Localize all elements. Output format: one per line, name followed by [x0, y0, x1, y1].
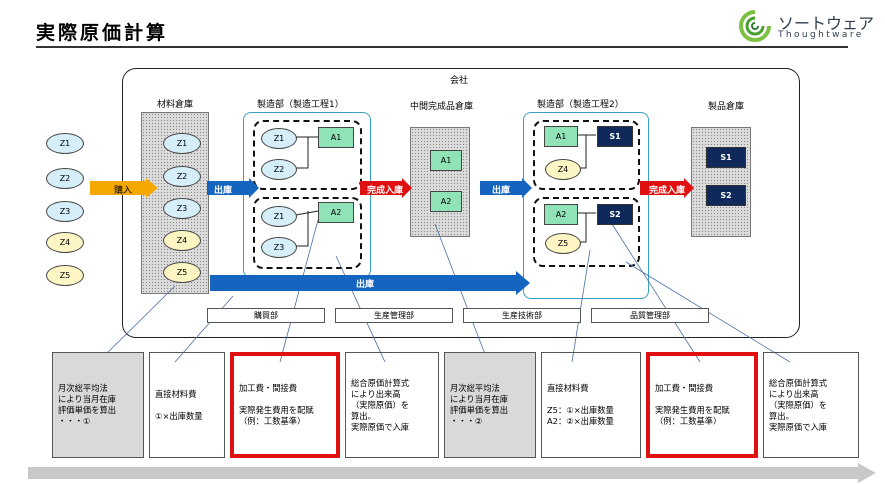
- page-title: 実際原価計算: [36, 22, 169, 44]
- note-process-costing-1: 総合原価計算式 により出来高 （実際原価）を 算出。 実際原価で入庫: [345, 352, 439, 458]
- process2-group-s1: [533, 120, 640, 190]
- proc1-input-z2: Z2: [261, 159, 297, 180]
- product-warehouse: [691, 127, 751, 237]
- completion-arrow-2: [640, 178, 694, 198]
- stock-material-z4: Z4: [163, 230, 201, 251]
- completion-arrow-2-label: 完成入庫: [649, 186, 686, 196]
- stock-material-z3: Z3: [163, 198, 201, 219]
- issue-arrow-2: [480, 178, 532, 198]
- external-material-z3: Z3: [46, 201, 84, 222]
- completion-arrow-1: [360, 178, 412, 198]
- proc2-input-z4: Z4: [545, 159, 581, 180]
- issue-arrow-1-label: 出庫: [214, 186, 233, 196]
- intermediate-a2: A2: [430, 191, 462, 212]
- product-s1: S1: [706, 147, 746, 168]
- proc1-output-a1: A1: [318, 127, 354, 148]
- manufacturing-2-area: [523, 112, 649, 299]
- note-avg-method-2: 月次総平均法 により当月在庫 評価単価を算出 ・・・②: [444, 352, 536, 458]
- dept-quality-control: 品質管理部: [591, 308, 709, 323]
- external-material-z2: Z2: [46, 168, 84, 189]
- proc1-input-z3: Z3: [261, 237, 297, 258]
- note-direct-material-2: 直接材料費 Z5：①×出庫数量 A2：②×出庫数量: [541, 352, 641, 458]
- issue-arrow-2-label: 出庫: [492, 186, 511, 196]
- logo-name-en: Thoughtware: [778, 30, 864, 40]
- material-warehouse-label: 材料倉庫: [157, 100, 194, 110]
- completion-arrow-1-label: 完成入庫: [367, 186, 404, 196]
- purchase-arrow: [90, 178, 158, 198]
- process2-group-s2: [533, 197, 640, 267]
- intermediate-warehouse: [410, 127, 470, 237]
- proc2-input-a1: A1: [544, 126, 578, 147]
- process1-group-a1: [253, 120, 362, 190]
- external-material-z1: Z1: [46, 133, 84, 154]
- note-avg-method-1: 月次総平均法 により当月在庫 評価単価を算出 ・・・①: [52, 352, 144, 458]
- process1-group-a2: [253, 197, 362, 269]
- issue-arrow-long: [210, 271, 530, 295]
- issue-arrow-long-label: 出庫: [356, 280, 375, 290]
- external-material-z5: Z5: [46, 265, 84, 286]
- proc2-input-a2: A2: [544, 204, 578, 225]
- note-processing-cost-1: 加工費・間接費 実際発生費用を配賦 （例：工数基準）: [230, 352, 340, 458]
- issue-arrow-1: [207, 178, 259, 198]
- product-s2: S2: [706, 185, 746, 206]
- product-warehouse-label: 製品倉庫: [708, 102, 745, 112]
- note-process-costing-2: 総合原価計算式 により出来高 （実際原価）を 算出。 実際原価で入庫: [763, 352, 859, 458]
- dept-production-engineering: 生産技術部: [463, 308, 581, 323]
- proc2-output-s2: S2: [597, 204, 633, 225]
- intermediate-a1: A1: [430, 150, 462, 171]
- intermediate-warehouse-label: 中間完成品倉庫: [410, 102, 474, 112]
- stock-material-z1: Z1: [163, 133, 201, 154]
- stock-material-z5: Z5: [163, 262, 201, 283]
- purchase-arrow-label: 購入: [114, 186, 133, 196]
- note-processing-cost-2: 加工費・間接費 実際発生費用を配賦 （例：工数基準）: [646, 352, 758, 458]
- company-label: 会社: [450, 76, 469, 86]
- manufacturing-2-label: 製造部（製造工程2）: [537, 100, 624, 110]
- logo-name-jp: ソートウェア: [778, 14, 875, 33]
- note-direct-material-1: 直接材料費 ①×出庫数量: [149, 352, 225, 458]
- proc2-input-z5: Z5: [545, 233, 581, 254]
- proc1-input-z1-b: Z1: [261, 206, 297, 227]
- dept-purchasing: 購買部: [207, 308, 325, 323]
- dept-production-control: 生産管理部: [335, 308, 453, 323]
- manufacturing-1-label: 製造部（製造工程1）: [257, 100, 344, 110]
- logo-swirl-icon: [739, 10, 771, 42]
- timeline-arrow: [28, 463, 876, 483]
- title-underline: [36, 46, 848, 48]
- external-material-z4: Z4: [46, 232, 84, 253]
- proc2-output-s1: S1: [597, 126, 633, 147]
- proc1-output-a2: A2: [318, 202, 354, 223]
- proc1-input-z1: Z1: [261, 128, 297, 149]
- stock-material-z2: Z2: [163, 166, 201, 187]
